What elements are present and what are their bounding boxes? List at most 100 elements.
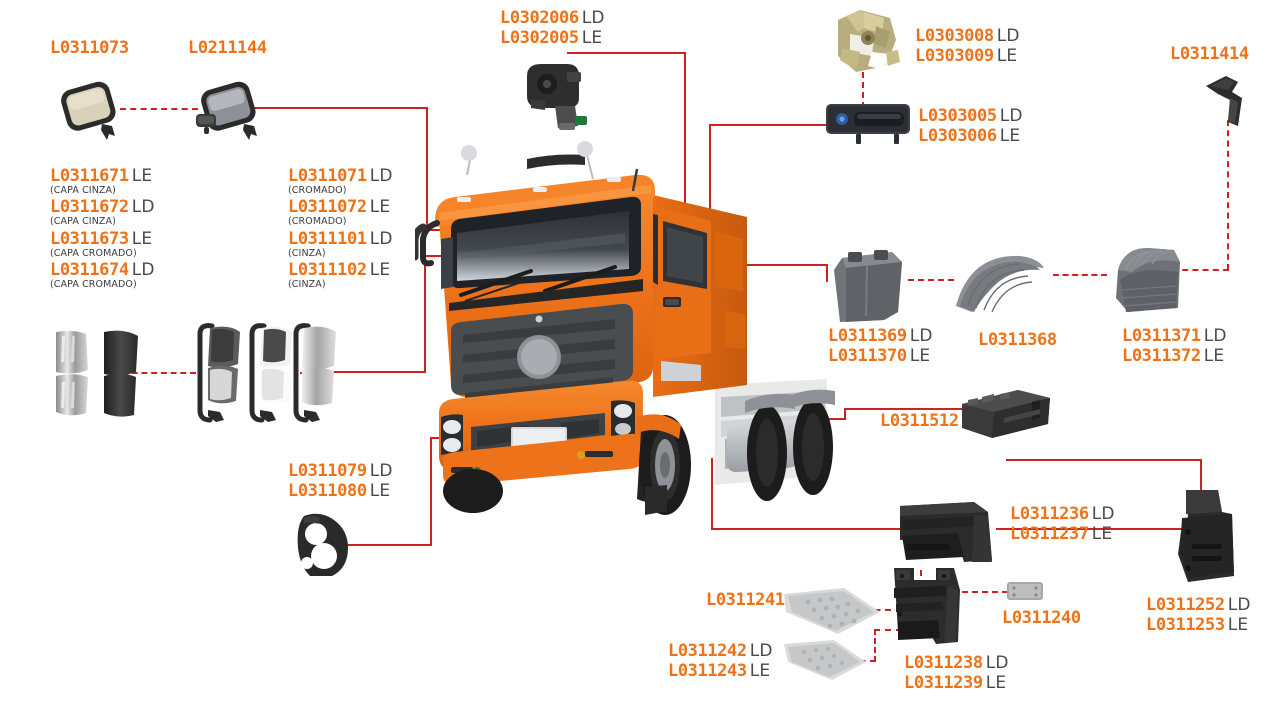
part-note: (CAPA CROMADO) <box>50 278 137 290</box>
part-side: LE <box>996 46 1018 67</box>
part-number: L0311080 <box>288 481 367 502</box>
window-regulator-motor <box>515 60 605 136</box>
part-number: L0303006 <box>918 126 997 147</box>
label-mirror-small-right: L0211144 <box>188 38 267 58</box>
connector-door-handle-h <box>710 124 828 126</box>
part-note: (CAPA CROMADO) <box>50 247 137 259</box>
label-fender-mid: L0311368 <box>978 330 1057 350</box>
mirror-cover-black <box>98 328 154 420</box>
part-number: L0311673 <box>50 228 129 249</box>
part-side: LD <box>999 106 1023 126</box>
mirror-assembly-chrome <box>292 318 354 423</box>
part-side: LD <box>131 197 155 218</box>
connector-mirror-assy-to-truck-h <box>320 371 426 373</box>
connector-mirror-cover <box>122 372 196 374</box>
connector-mirror-assy-to-truck-v <box>424 256 426 372</box>
connector-battery-v <box>844 408 846 420</box>
connector-mirror-small-to-truck-h2 <box>426 229 452 231</box>
part-side: LE <box>131 166 153 186</box>
part-number: L0311101 <box>288 228 367 249</box>
part-number: L0311072 <box>288 197 367 218</box>
door-handle <box>822 100 918 148</box>
part-side: LE <box>999 126 1021 147</box>
mirror-assembly-white <box>248 318 310 423</box>
mirror-beige-small <box>58 78 128 146</box>
part-note: (CINZA) <box>288 247 326 259</box>
part-number: L0311237 <box>1010 524 1089 545</box>
connector-fender-to-truck-v <box>826 264 828 282</box>
label-bracket-right: L0311414 <box>1170 44 1249 64</box>
connector-fender-to-truck-h <box>712 264 828 266</box>
mirror-grey-small <box>198 78 270 146</box>
part-side: LE <box>1227 615 1249 636</box>
part-number: L0303005 <box>918 106 997 126</box>
connector-headlamp-h <box>344 544 432 546</box>
part-side: LE <box>369 259 391 280</box>
label-mirror-small-left: L0311073 <box>50 38 129 58</box>
connector-door-latch <box>862 72 864 108</box>
part-side: LE <box>369 481 391 502</box>
part-side: LD <box>985 653 1009 673</box>
part-number: L0311240 <box>1002 608 1081 628</box>
part-side: LE <box>369 197 391 218</box>
part-number: L0311369 <box>828 326 907 346</box>
part-number: L0311253 <box>1146 615 1225 636</box>
connector-step-frame-v <box>920 570 922 586</box>
part-side: LD <box>1091 504 1115 524</box>
part-side: LE <box>1203 346 1225 367</box>
headlamp-bezel <box>292 508 354 580</box>
part-note: (CINZA) <box>288 278 326 290</box>
connector-bracket-v <box>1227 120 1229 270</box>
part-side: LD <box>581 8 605 28</box>
part-number: L0311252 <box>1146 595 1225 615</box>
connector-mirror-assy-to-truck-h2 <box>424 255 448 257</box>
connector-headlamp-v <box>430 438 432 546</box>
part-note: (CAPA CINZA) <box>50 216 116 228</box>
part-side: LD <box>749 641 773 661</box>
corner-panel-black <box>1168 486 1240 586</box>
part-note: (CAPA CINZA) <box>50 185 116 197</box>
part-side: LE <box>749 661 771 682</box>
truck-illustration <box>411 135 835 525</box>
connector-fender-2 <box>1053 274 1107 276</box>
connector-tread-bottom-v <box>874 629 876 662</box>
part-number: L0311368 <box>978 330 1057 350</box>
connector-corner-h2 <box>1006 459 1202 461</box>
part-number: L0311071 <box>288 166 367 186</box>
part-side: LD <box>1203 326 1227 346</box>
connector-mirror-small-to-truck-v <box>426 107 428 231</box>
fender-mid-curved <box>950 250 1050 316</box>
part-note: (CROMADO) <box>288 216 347 228</box>
part-side: LE <box>581 28 603 49</box>
part-number: L0311414 <box>1170 44 1249 64</box>
battery-box <box>958 386 1054 442</box>
wide-angle-mirror <box>192 112 222 136</box>
part-number: L0311370 <box>828 346 907 367</box>
door-latch-mechanism <box>820 4 916 78</box>
part-number: L0311239 <box>904 673 983 694</box>
part-number: L0311073 <box>50 38 129 58</box>
part-number: L0311236 <box>1010 504 1089 524</box>
connector-stepbox-h <box>712 528 902 530</box>
label-small-plate: L0311240 <box>1002 608 1081 628</box>
small-mounting-plate <box>1004 578 1046 606</box>
part-number: L0311243 <box>668 661 747 682</box>
part-number: L0311674 <box>50 259 129 280</box>
connector-mirror-small-to-truck-h <box>244 107 428 109</box>
fender-rear-ribbed <box>1106 244 1190 316</box>
connector-window-motor-h <box>567 52 686 54</box>
part-note: (CROMADO) <box>288 185 347 197</box>
connector-battery-h <box>844 408 962 410</box>
part-number: L0311238 <box>904 653 983 673</box>
part-side: LD <box>369 461 393 481</box>
connector-fender-1 <box>908 279 954 281</box>
